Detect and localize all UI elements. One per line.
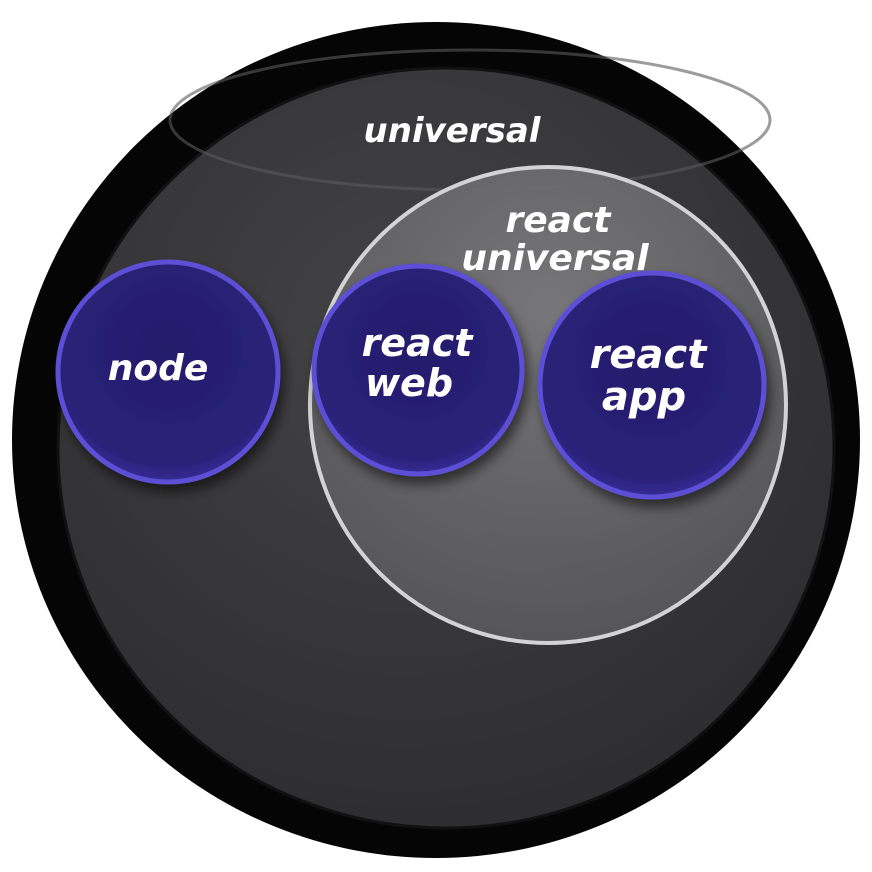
outer-circle-label: universal — [364, 111, 542, 151]
react-universal-label-line2: universal — [461, 238, 649, 279]
react-web-label-line2: web — [365, 361, 453, 405]
react-app-circle — [537, 270, 767, 500]
node-label: node — [108, 348, 209, 389]
node-circle — [55, 259, 281, 485]
react-web-label-line1: react — [362, 321, 475, 365]
react-universal-label-line1: react — [505, 200, 612, 241]
react-app-label-line2: app — [602, 374, 686, 420]
react-app-label-line1: react — [590, 332, 709, 378]
react-web-circle — [311, 263, 525, 477]
